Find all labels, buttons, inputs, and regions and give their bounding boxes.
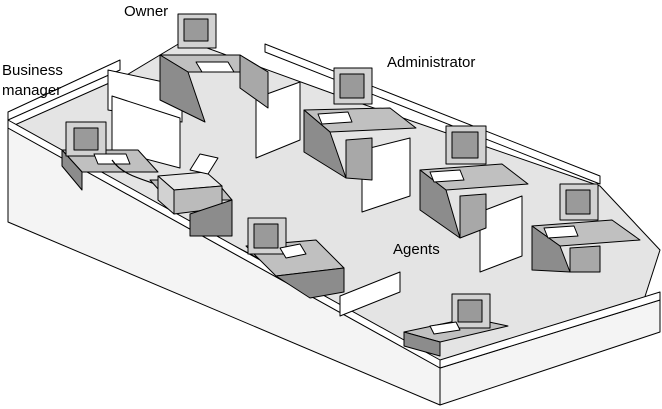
printer [149,153,233,237]
partition-agent-right [479,195,523,273]
administrator-label: Administrator [387,54,476,71]
owner-desk-front [159,54,206,123]
outer-wall-top-right [439,291,661,369]
back-wall-left [7,59,121,121]
printer-table-leg [189,199,233,237]
agent-right-monitor-screen [565,189,591,215]
owner-label: Owner [124,3,169,20]
business-manager-label-line1: Business [2,62,63,79]
owner-desk-side [239,54,269,109]
agent-workstation-front [403,293,509,357]
admin-monitor-screen [339,73,365,99]
printer-paper [189,153,219,175]
agent-upper-desk-leg [459,193,487,239]
agent-front-monitor-screen [457,299,483,323]
agent-right-desk-leg [569,245,601,273]
agent-workstation-upper [419,125,529,239]
owner-keyboard [195,61,235,73]
agent-front-desk-front [403,331,441,357]
partition-agent-front [339,271,401,317]
agent-right-keyboard [543,225,579,239]
admin-desk-leg [345,137,373,181]
agent-center-keyboard [279,243,307,259]
owner-monitor-screen [183,18,209,42]
agent-center-monitor-screen [253,223,279,249]
agent-front-keyboard [429,321,461,335]
agent-workstation-right [531,183,641,273]
agent-upper-monitor-screen [451,131,479,159]
partition-admin-mid [361,137,411,213]
agent-workstation-center [245,217,345,299]
admin-keyboard [317,111,353,125]
owner-workstation [159,13,269,123]
bm-keyboard [93,153,131,165]
business-manager-workstation [61,121,177,193]
bm-desk-front [61,149,83,191]
agents-label: Agents [393,241,440,258]
agent-upper-keyboard [429,169,465,183]
business-manager-label-line2: manager [2,82,62,99]
administrator-workstation [303,67,417,181]
bm-monitor-screen [73,127,99,151]
agent-center-desk-front [275,267,345,299]
